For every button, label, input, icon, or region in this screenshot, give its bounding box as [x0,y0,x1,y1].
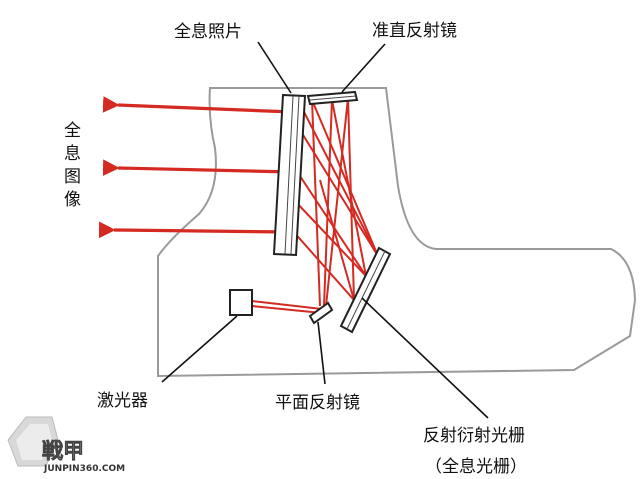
label-grating-note: （全息光栅） [425,457,527,477]
beam-grating-to-hologram [319,179,355,301]
leader-plane-mirror [317,321,326,385]
laser-source [229,289,253,316]
beam-collimator-to-grating [331,99,367,277]
watermark-logo: 戦甲 JUNPIN360.COM [7,416,125,474]
label-plane-mirror: 平面反射镜 [275,393,360,413]
watermark-logo-text: 戦甲 [42,439,84,463]
diffraction-grating [339,246,392,334]
beam-laser-to-plane-mirror [251,300,323,310]
collimating-mirror [306,90,359,106]
leader-laser [161,315,238,383]
label-holographic-image-char-4: 像 [64,190,81,210]
beam-grating-to-hologram [293,199,367,277]
beam-laser-to-plane-mirror [251,305,323,314]
label-collimating-mirror: 准直反射镜 [372,21,457,41]
output-ray-middle [102,159,293,176]
output-ray-lower [98,221,289,239]
beam-plane-mirror-to-collimator [311,99,321,307]
beam-collimator-to-grating [311,99,379,257]
label-hologram-photo: 全息照片 [174,22,242,42]
leader-grating [361,297,489,419]
beam-collimator-to-grating [347,97,355,301]
leader-hologram-photo [257,41,292,94]
output-ray-upper [102,96,293,114]
label-holographic-image-char-3: 图 [64,167,81,187]
label-laser: 激光器 [97,391,148,411]
label-grating: 反射衍射光栅 [423,426,525,446]
device-housing-outline [157,87,637,378]
beam-grating-to-hologram [302,109,379,257]
beam-grating-to-hologram [291,229,355,301]
watermark-site-text: JUNPIN360.COM [43,464,125,474]
leader-collimating-mirror [341,43,386,93]
beam-plane-mirror-to-collimator [323,99,333,307]
output-rays [98,96,293,239]
hologram-plate [272,93,307,257]
beam-grating-to-hologram [299,129,379,257]
label-holographic-image-char-2: 息 [64,144,81,164]
leader-lines [161,41,489,419]
light-paths [251,97,379,314]
label-holographic-image-char-1: 全 [64,121,81,141]
beam-grating-to-hologram [295,169,367,277]
plane-mirror [308,301,334,325]
